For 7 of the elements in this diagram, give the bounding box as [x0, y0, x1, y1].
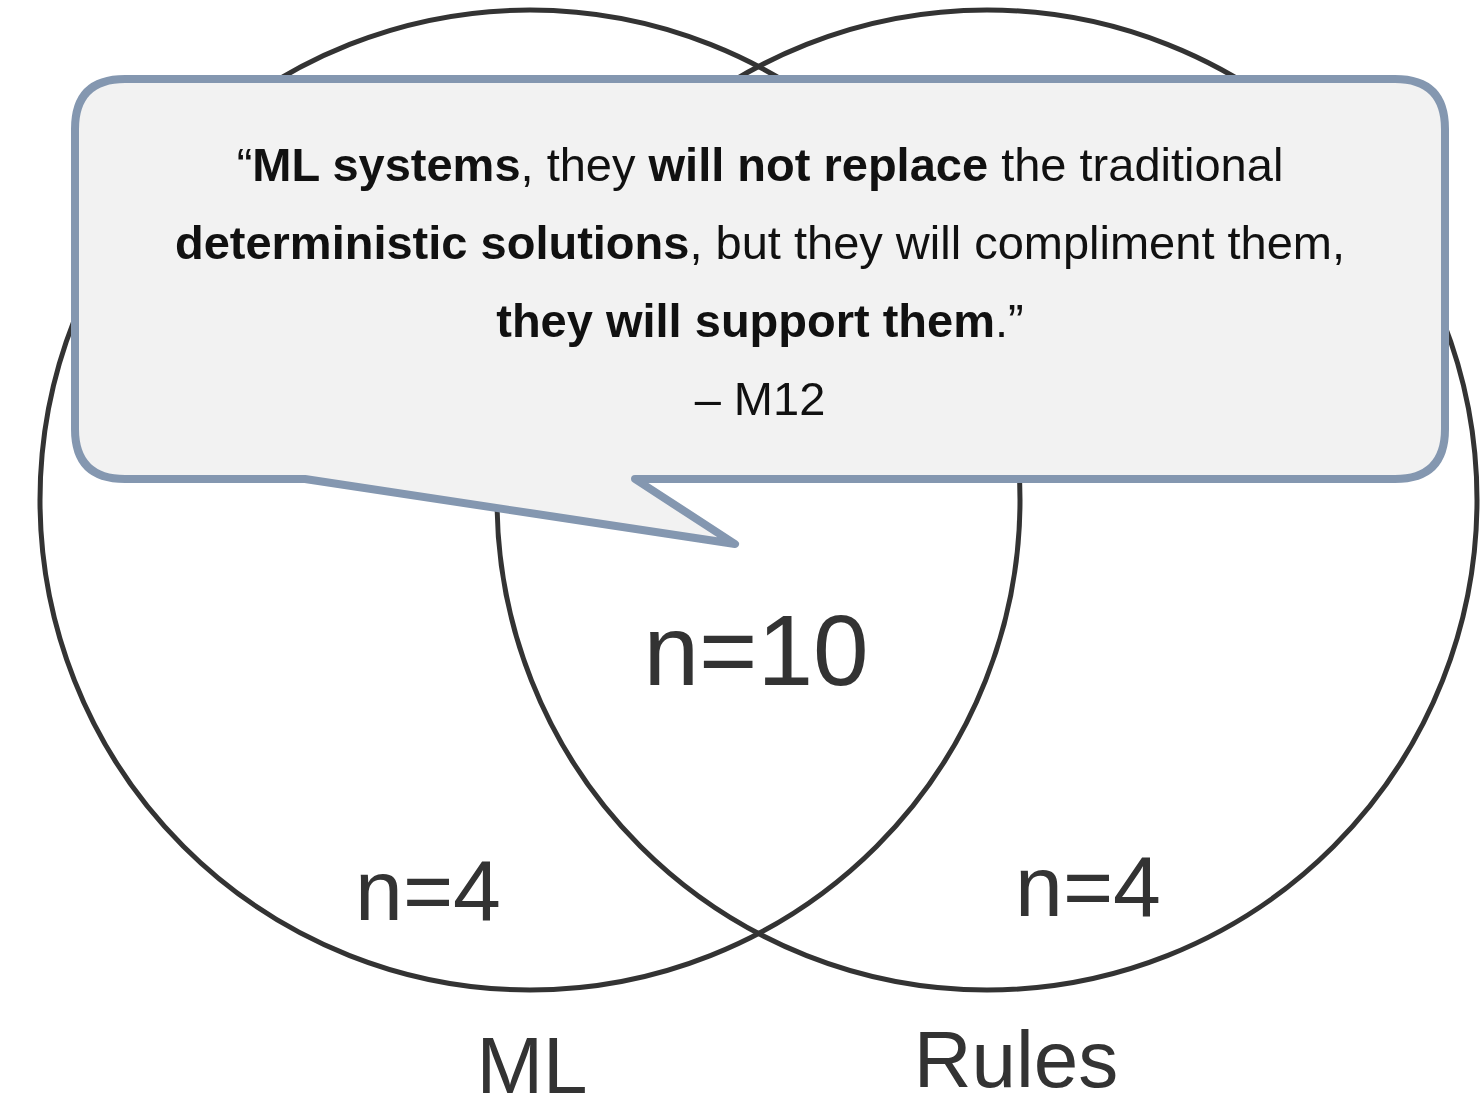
count-label: n=4 — [355, 847, 501, 933]
count-label: n=4 — [1015, 843, 1161, 929]
quote-text: “ML systems, they will not replace the traditional deterministic solutions, but they will compliment them, they will support them.” — [173, 137, 1347, 349]
count-label: n=10 — [643, 600, 869, 700]
set-label: Rules — [913, 1020, 1119, 1098]
set-label: ML — [476, 1026, 588, 1098]
attribution: – M12 — [694, 371, 826, 427]
